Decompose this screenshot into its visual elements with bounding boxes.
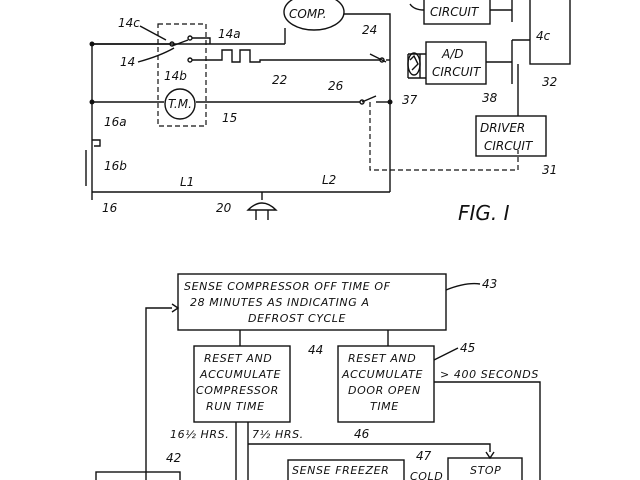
line-46 bbox=[248, 443, 491, 452]
thermistor-37 bbox=[407, 52, 421, 76]
hrs-16-label: 16½ HRS. bbox=[170, 428, 229, 441]
box43-line1: SENSE COMPRESSOR OFF TIME OF bbox=[184, 280, 391, 293]
ref-16b: 16b bbox=[104, 159, 127, 173]
fig1-circuit: COMP. T.M. bbox=[85, 0, 571, 225]
leader-14 bbox=[137, 47, 175, 63]
ref-45: 45 bbox=[460, 341, 475, 355]
feedback-line bbox=[145, 307, 172, 480]
stop-label: STOP bbox=[470, 464, 501, 477]
box43-branches bbox=[239, 330, 389, 346]
switch-24-contact bbox=[379, 57, 385, 63]
switch-26-contact bbox=[359, 99, 365, 105]
ad-line2: CIRCUIT bbox=[432, 65, 482, 79]
box-42 bbox=[95, 471, 181, 480]
ref-24: 24 bbox=[362, 23, 377, 37]
door-switch-16a bbox=[92, 139, 101, 147]
control-dashed-line bbox=[369, 102, 519, 171]
ref-22: 22 bbox=[272, 73, 287, 87]
flowchart: SENSE COMPRESSOR OFF TIME OF 28 MINUTES … bbox=[95, 273, 541, 480]
figure-title: FIG. I bbox=[458, 201, 510, 225]
driver-circuit-box bbox=[475, 115, 547, 157]
hrs-branches bbox=[235, 422, 249, 480]
box-45 bbox=[337, 345, 435, 423]
ref-15: 15 bbox=[222, 111, 237, 125]
leader-45 bbox=[433, 347, 459, 361]
leader-14c bbox=[139, 25, 167, 41]
comp-label: COMP. bbox=[289, 7, 327, 21]
box45-line2: ACCUMULATE bbox=[341, 368, 423, 381]
box45-line3: DOOR OPEN bbox=[348, 384, 421, 397]
ref-46: 46 bbox=[354, 427, 370, 441]
ref-4c-label: 4c bbox=[536, 29, 551, 43]
leader-43 bbox=[445, 282, 481, 291]
ref-14: 14 bbox=[120, 55, 135, 69]
plug-20 bbox=[246, 202, 278, 211]
ref-37: 37 bbox=[402, 93, 418, 107]
feedback-arrow bbox=[171, 303, 180, 313]
box-47-stop bbox=[447, 457, 523, 480]
ref-14a: 14a bbox=[218, 27, 241, 41]
gt400-line bbox=[434, 381, 541, 480]
arrow-46 bbox=[485, 451, 495, 460]
ref-L2: L2 bbox=[322, 173, 336, 187]
ref-14b: 14b bbox=[164, 69, 187, 83]
timer-motor-symbol bbox=[164, 88, 196, 120]
thermistor-zigzag bbox=[409, 54, 419, 71]
switch-14-blade bbox=[171, 39, 189, 47]
ref-47: 47 bbox=[416, 449, 432, 463]
box44-line4: RUN TIME bbox=[206, 400, 265, 413]
box-44 bbox=[193, 345, 291, 423]
junction-dot bbox=[387, 99, 393, 105]
plug-prongs bbox=[255, 210, 269, 220]
box-43 bbox=[177, 273, 447, 331]
ref-44: 44 bbox=[308, 343, 323, 357]
box44-line2: ACCUMULATE bbox=[199, 368, 281, 381]
ref-42: 42 bbox=[166, 451, 181, 465]
ref-38: 38 bbox=[482, 91, 498, 105]
box45-line1: RESET AND bbox=[348, 352, 416, 365]
box-sense-freezer bbox=[287, 459, 405, 480]
circuit-to-cpu bbox=[486, 9, 512, 63]
box43-line2: 28 MINUTES AS INDICATING A bbox=[190, 296, 370, 309]
ref-16a: 16a bbox=[104, 115, 127, 129]
box44-line3: COMPRESSOR bbox=[196, 384, 279, 397]
circuit-top-label: CIRCUIT bbox=[430, 5, 480, 19]
switch-14a-contact bbox=[187, 35, 193, 41]
box43-line3: DEFROST CYCLE bbox=[248, 312, 346, 325]
sense-freezer-label: SENSE FREEZER bbox=[292, 464, 389, 477]
box44-line1: RESET AND bbox=[204, 352, 272, 365]
compressor-symbol bbox=[283, 0, 345, 31]
ref-31: 31 bbox=[542, 163, 557, 177]
heater-22 bbox=[192, 49, 380, 63]
gt400-label: > 400 SECONDS bbox=[440, 368, 539, 381]
driver-line2: CIRCUIT bbox=[484, 139, 534, 153]
comp-right-wire bbox=[344, 13, 391, 44]
tm-label: T.M. bbox=[168, 97, 192, 111]
switch-14a-wire bbox=[192, 37, 211, 44]
ref-26: 26 bbox=[328, 79, 344, 93]
ad-circuit-box bbox=[425, 41, 487, 85]
cold-label: COLD bbox=[410, 470, 443, 480]
switch-24-blade bbox=[369, 53, 387, 63]
ref-16: 16 bbox=[102, 201, 118, 215]
timer-enclosure bbox=[157, 23, 207, 127]
ref-14c: 14c bbox=[118, 16, 140, 30]
ref-32: 32 bbox=[542, 75, 557, 89]
ref-20: 20 bbox=[216, 201, 232, 215]
ref-L1: L1 bbox=[180, 175, 194, 189]
ad-line1: A/D bbox=[441, 47, 464, 61]
switch-26-blade bbox=[361, 95, 377, 103]
driver-line1: DRIVER bbox=[480, 121, 525, 135]
box45-line4: TIME bbox=[370, 400, 399, 413]
switch-14b-contact bbox=[187, 57, 193, 63]
ref-43: 43 bbox=[482, 277, 497, 291]
circuit-top-lead bbox=[409, 3, 425, 11]
microcomputer-box bbox=[529, 0, 571, 65]
hrs-7-label: 7½ HRS. bbox=[252, 428, 304, 441]
